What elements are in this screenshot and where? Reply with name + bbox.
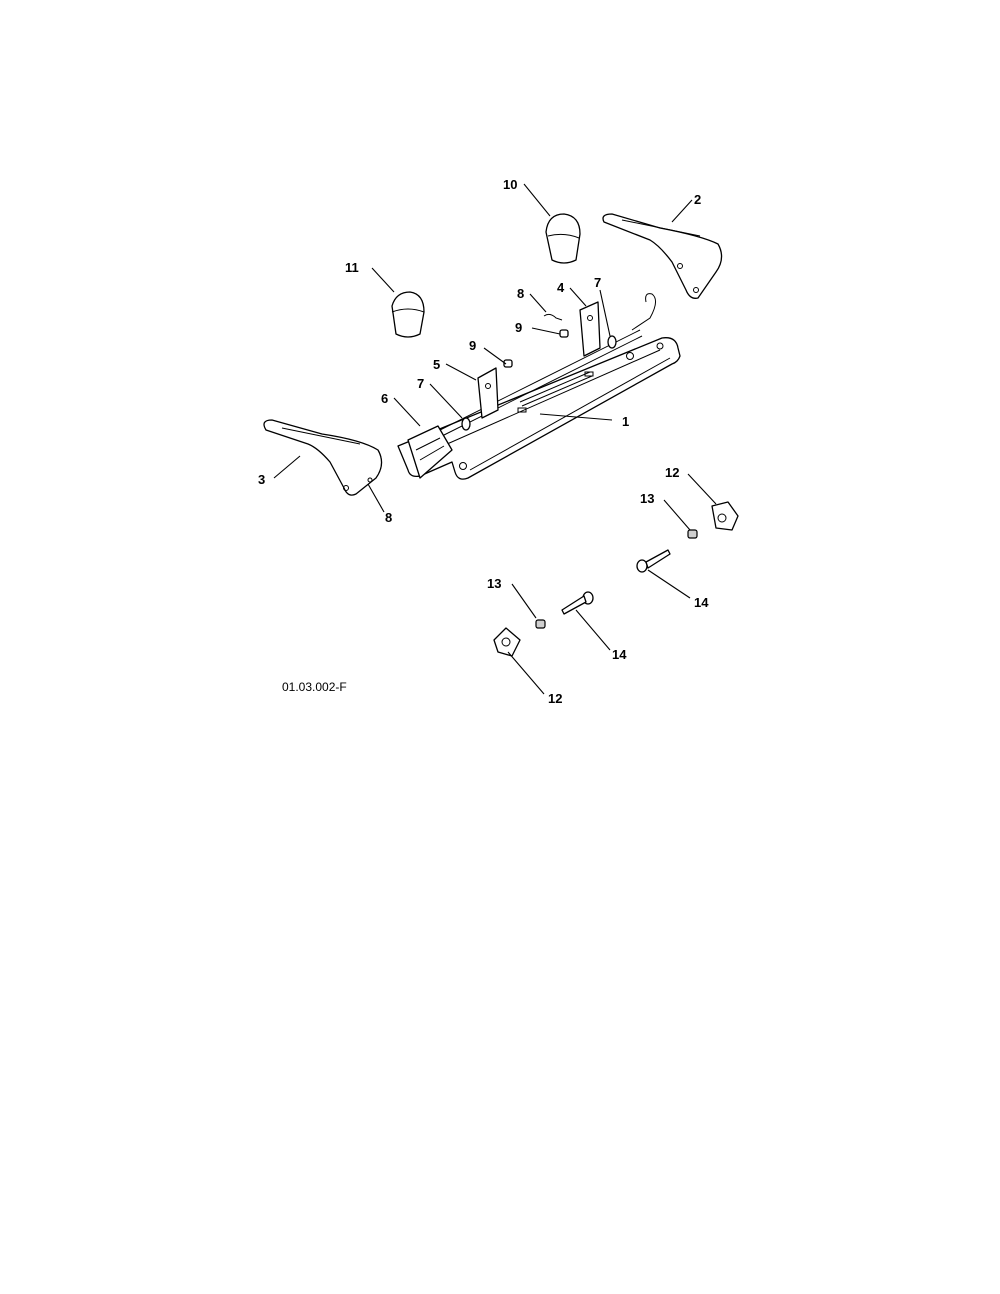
callout-9a: 9 [515,320,522,335]
part-2-right-lever [602,213,723,299]
part-14-bolt-lower [561,591,594,615]
callout-7b: 7 [594,275,601,290]
callout-1: 1 [622,414,629,429]
callout-6: 6 [381,391,388,406]
part-5-bracket [477,367,499,419]
part-1-base-bracket [397,293,681,480]
callouts: 1 2 3 4 5 6 7 7 8 8 9 9 10 11 12 12 13 1… [258,177,709,706]
leader-13b [511,583,537,619]
leader-2 [671,199,693,223]
callout-10: 10 [503,177,517,192]
part-6-assembly [407,425,453,479]
part-12-handwheel-lower [493,627,521,657]
part-14-bolt-right [636,549,671,573]
callout-14b: 14 [612,647,627,662]
part-3-left-lever [263,419,383,496]
leader-6 [393,397,421,427]
leader-8b [367,483,385,513]
leader-9b [483,347,507,365]
leader-14a [647,569,691,599]
leader-13a [663,499,691,531]
part-9-nut-middle [503,359,513,368]
leader-12a [687,473,717,505]
callout-2: 2 [694,192,701,207]
part-12-handwheel-right [711,501,739,531]
leader-4 [569,287,587,307]
callout-4: 4 [557,280,565,295]
part-7-collar-right [607,335,617,349]
callout-14a: 14 [694,595,709,610]
leader-11 [371,267,395,293]
leader-7b [599,289,611,337]
part-11-knob [391,291,425,338]
callout-8b: 8 [385,510,392,525]
leader-7a [429,383,463,419]
part-7-collar-left [461,417,471,431]
callout-13a: 13 [640,491,654,506]
drawing-code: 01.03.002-F [282,680,347,694]
part-9-nut-top [559,329,569,338]
leader-14b [575,609,611,651]
leader-8a [529,293,547,313]
leader-10 [523,183,551,217]
leader-12b [507,651,545,695]
callout-8a: 8 [517,286,524,301]
callout-12a: 12 [665,465,679,480]
leader-lines [273,183,717,695]
part-13-nut-lower [535,619,546,629]
part-10-knob [545,213,581,264]
leader-5 [445,363,477,381]
callout-12b: 12 [548,691,562,706]
callout-5: 5 [433,357,440,372]
leader-1 [539,413,613,421]
part-4-bracket [579,301,601,357]
part-13-nut-right [687,529,698,539]
callout-7a: 7 [417,376,424,391]
callout-11: 11 [345,260,359,275]
callout-3: 3 [258,472,265,487]
leader-3 [273,455,301,479]
leader-9a [531,327,561,335]
callout-13b: 13 [487,576,501,591]
part-8-clip-top [543,313,563,321]
callout-9b: 9 [469,338,476,353]
